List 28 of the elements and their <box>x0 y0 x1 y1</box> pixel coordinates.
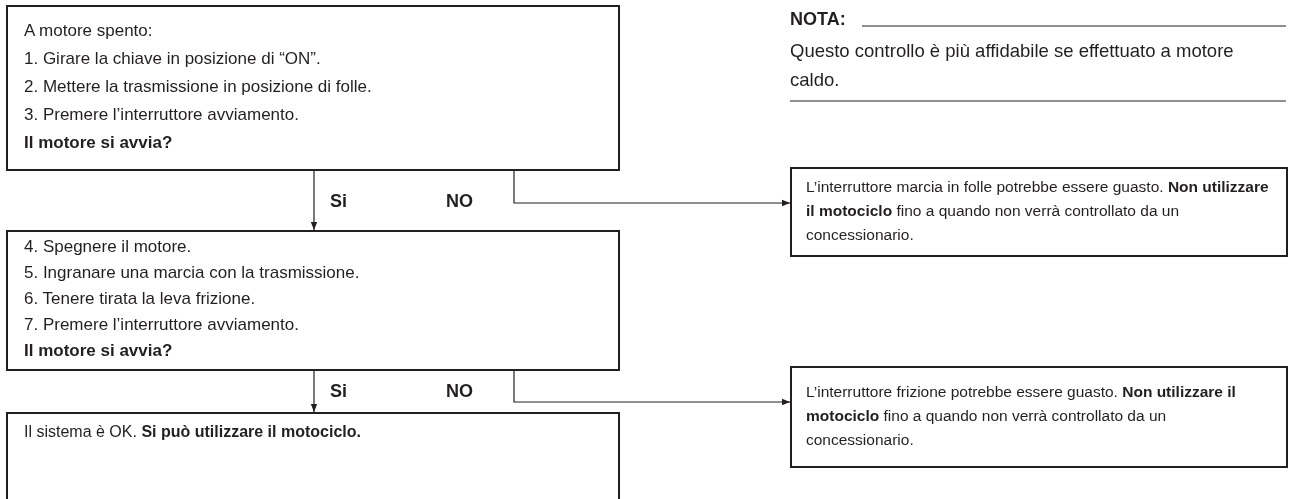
box-text: 3. Premere l’interruttore avviamento. <box>24 104 300 126</box>
arrow <box>513 170 791 207</box>
arrow <box>310 170 318 231</box>
edge-label: Si <box>330 380 347 402</box>
process-box <box>790 167 1288 257</box>
edge-label: NO <box>446 380 473 402</box>
box-text: Il motore si avvia? <box>24 132 174 154</box>
box-text: 7. Premere l’interruttore avviamento. <box>24 314 300 336</box>
box-text: 2. Mettere la trasmissione in posizione di folle. <box>24 76 373 98</box>
box-text: 4. Spegnere il motore. <box>24 236 193 258</box>
process-box <box>790 366 1288 468</box>
edge-label: NO <box>446 190 473 212</box>
process-box <box>6 5 620 171</box>
box-text: 6. Tenere tirata la leva frizione. <box>24 288 257 310</box>
box-text: 5. Ingranare una marcia con la trasmissione. <box>24 262 361 284</box>
process-box <box>6 230 620 371</box>
box-text: L’interruttore frizione potrebbe essere guasto. Non utilizzare il motociclo fino a quando non verrà controllato da un concessionario. <box>806 382 1237 450</box>
edge-label: Si <box>330 190 347 212</box>
box-text: L’interruttore marcia in folle potrebbe essere guasto. Non utilizzare il motociclo fino a quando non verrà controllato da un concessionario. <box>806 177 1270 245</box>
arrow <box>310 370 318 413</box>
note-text: Questo controllo è più affidabile se effettuato a motore caldo. <box>790 39 1235 92</box>
arrow <box>513 370 791 406</box>
box-text: Il motore si avvia? <box>24 340 174 362</box>
process-box <box>6 412 620 499</box>
note-heading: NOTA: <box>790 8 846 30</box>
box-text: 1. Girare la chiave in posizione di “ON”. <box>24 48 322 70</box>
box-text: A motore spento: <box>24 20 154 42</box>
box-text: Il sistema è OK. Si può utilizzare il motociclo. <box>24 422 362 442</box>
